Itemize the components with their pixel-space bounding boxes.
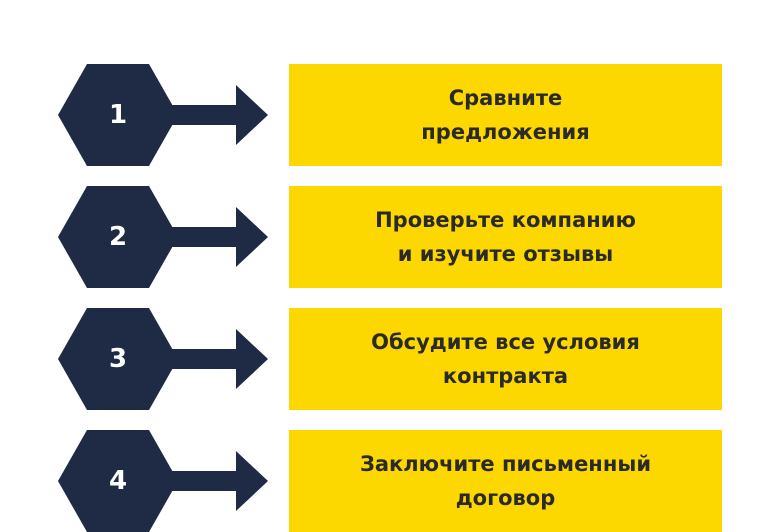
step-1-marker: 1 <box>0 64 280 166</box>
step-text-line-1: Заключите письменный <box>359 452 652 476</box>
step-number: 1 <box>108 100 128 130</box>
step-box: Обсудите все условия контракта <box>289 308 722 410</box>
step-text-line-1: Обсудите все условия <box>371 330 640 354</box>
step-3-marker: 3 <box>0 308 280 410</box>
step-box: Проверьте компанию и изучите отзывы <box>289 186 722 288</box>
step-text-line-2: договор <box>455 486 556 510</box>
arrow-shaft <box>170 471 242 491</box>
hexagon-arrow-icon <box>58 308 268 410</box>
step-2-marker: 2 <box>0 186 280 288</box>
step-text-line-2: и изучите отзывы <box>397 242 614 266</box>
step-number: 2 <box>108 222 128 252</box>
hexagon-shape <box>58 64 178 166</box>
arrow-head <box>236 329 268 389</box>
step-text-line-2: контракта <box>442 364 569 388</box>
step-text-line-2: предложения <box>421 120 590 144</box>
arrow-head <box>236 85 268 145</box>
arrow-head <box>236 451 268 511</box>
arrow-shaft <box>170 227 242 247</box>
step-4-marker: 4 <box>0 430 280 532</box>
step-1: 1 Сравните предложения <box>0 64 780 166</box>
step-text-line-1: Сравните <box>448 86 563 110</box>
step-box: Заключите письменный договор <box>289 430 722 532</box>
step-3: 3 Обсудите все условия контракта <box>0 308 780 410</box>
hexagon-shape <box>58 186 178 288</box>
hexagon-arrow-icon <box>58 64 268 166</box>
step-text-line-1: Проверьте компанию <box>375 208 636 232</box>
hexagon-arrow-icon <box>58 186 268 288</box>
step-number: 4 <box>108 466 128 496</box>
steps-diagram: 1 Сравните предложения 2 Проверьте компа… <box>0 64 780 532</box>
hexagon-shape <box>58 308 178 410</box>
step-number: 3 <box>108 344 128 374</box>
arrow-shaft <box>170 105 242 125</box>
step-box: Сравните предложения <box>289 64 722 166</box>
arrow-shaft <box>170 349 242 369</box>
arrow-head <box>236 207 268 267</box>
step-2: 2 Проверьте компанию и изучите отзывы <box>0 186 780 288</box>
step-4: 4 Заключите письменный договор <box>0 430 780 532</box>
